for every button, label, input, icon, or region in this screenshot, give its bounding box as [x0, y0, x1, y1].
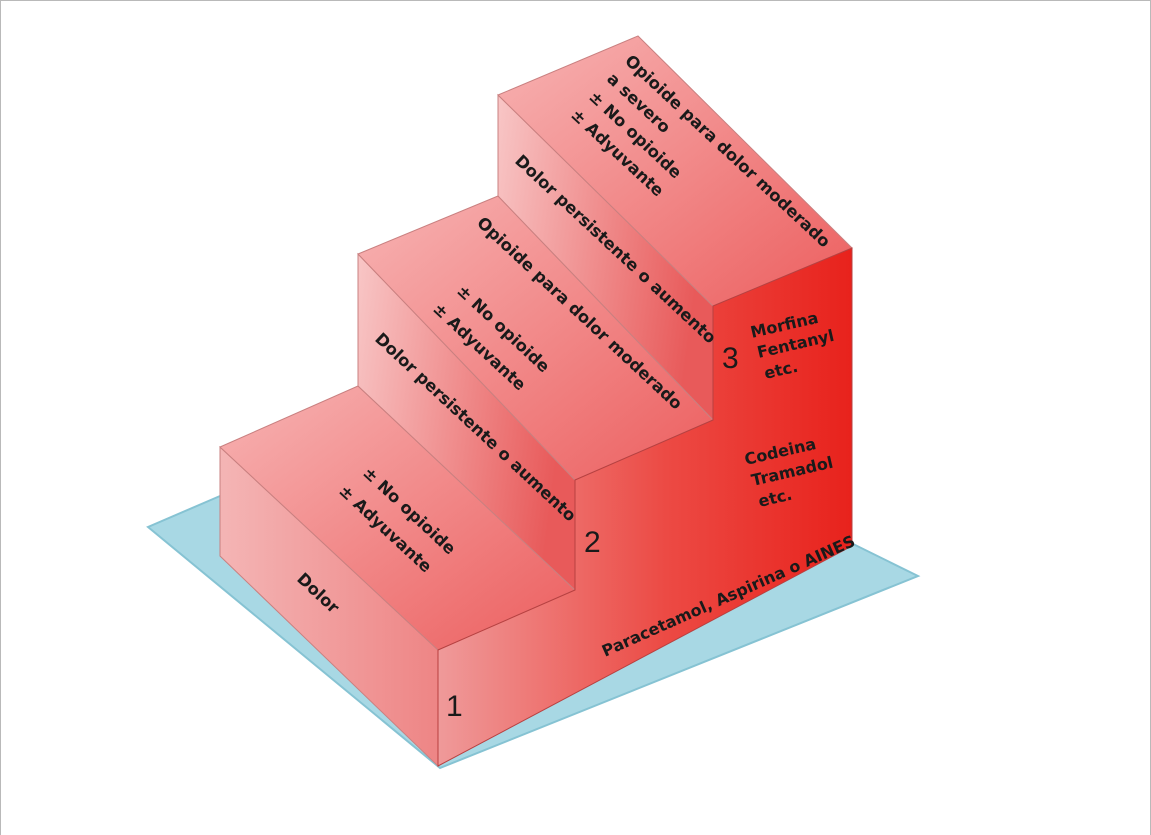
step-3-number: 3 — [722, 342, 739, 375]
step-2-number: 2 — [584, 526, 601, 559]
front-face — [437, 247, 853, 767]
step-1-number: 1 — [446, 690, 463, 723]
